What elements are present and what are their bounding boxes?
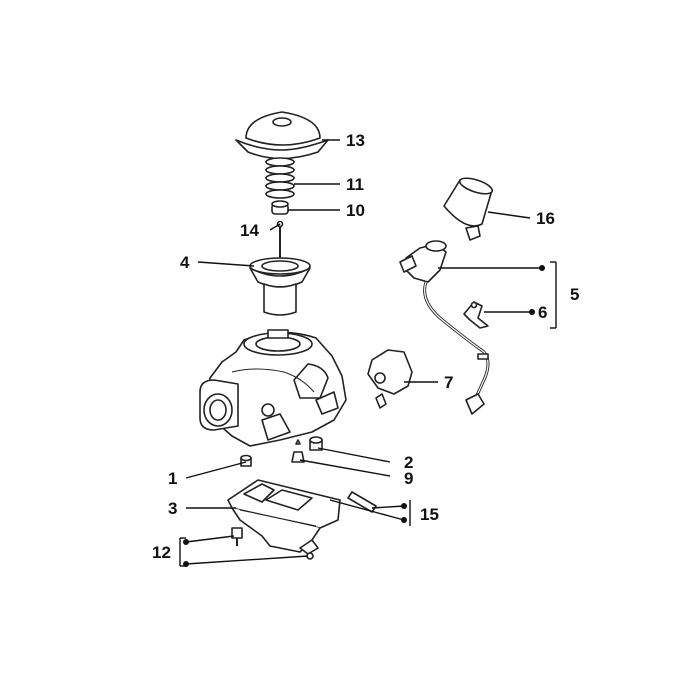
part-7-cover-plate <box>367 349 413 409</box>
callout-9: 9 <box>404 469 413 488</box>
callout-3: 3 <box>168 499 177 518</box>
callout-5: 5 <box>570 285 579 304</box>
part-4-piston-diaphragm <box>249 257 311 316</box>
part-10-needle-holder <box>271 200 289 215</box>
bullet-dots <box>183 265 545 567</box>
callout-12: 12 <box>152 543 171 562</box>
part-3-float-bowl <box>227 479 341 555</box>
callout-6: 6 <box>538 303 547 322</box>
part-13-diaphragm-cover <box>235 111 329 160</box>
callout-10: 10 <box>346 201 365 220</box>
part-16-boot-cap <box>443 177 494 241</box>
part-11-spring <box>265 157 295 199</box>
callout-4: 4 <box>180 253 190 272</box>
callout-7: 7 <box>444 373 453 392</box>
callout-11: 11 <box>346 175 364 194</box>
part-9-float-valve <box>291 439 305 463</box>
callout-2: 2 <box>404 453 413 472</box>
callout-15: 15 <box>420 505 439 524</box>
callout-1: 1 <box>168 469 177 488</box>
carburetor-body <box>199 329 347 447</box>
callout-14: 14 <box>240 221 259 240</box>
part-12-screws <box>231 527 314 560</box>
callout-16: 16 <box>536 209 555 228</box>
part-2-drain-screw <box>309 436 323 451</box>
leader-lines <box>179 139 557 567</box>
part-5-starter-valve <box>399 240 490 415</box>
part-6-clip <box>463 301 489 329</box>
part-1-jet <box>240 454 252 467</box>
callout-13: 13 <box>346 131 365 150</box>
